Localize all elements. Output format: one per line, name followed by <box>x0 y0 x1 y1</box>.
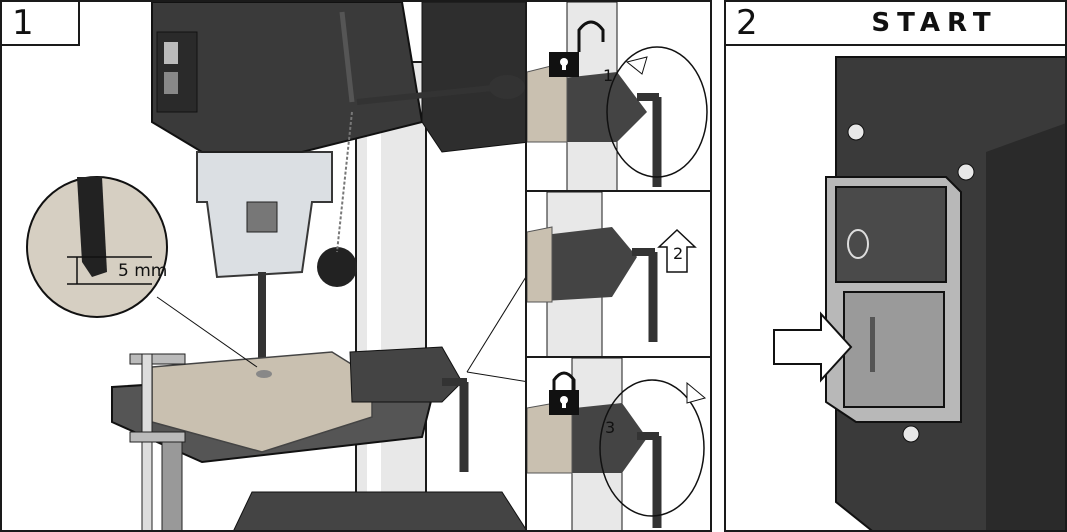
panel-2: 2 START <box>724 0 1067 532</box>
step-number-1: 1 <box>603 66 614 85</box>
step-raise-panel: 2 <box>525 190 712 358</box>
off-button <box>835 186 947 283</box>
step-unlock-panel: 1 <box>525 0 712 192</box>
unlocked-padlock-icon <box>549 20 605 77</box>
depth-measurement-label: 5 mm <box>118 261 168 281</box>
switch-illustration <box>773 56 1065 530</box>
up-arrow-icon <box>657 228 697 273</box>
on-button <box>843 291 945 408</box>
lock-illustration <box>527 358 707 530</box>
drill-press-illustration <box>26 2 525 530</box>
on-symbol-icon <box>870 317 875 372</box>
step-number-2: 2 <box>673 244 684 263</box>
unlock-illustration <box>527 2 708 190</box>
press-arrow-icon <box>773 311 853 383</box>
off-symbol-icon <box>847 229 869 259</box>
panel-1: 1 <box>0 0 527 532</box>
raise-illustration <box>527 192 697 356</box>
panel-1-number: 1 <box>2 2 80 46</box>
step-lock-panel: 3 <box>525 356 712 532</box>
panel-2-number: 2 <box>726 2 806 46</box>
panel-2-title: START <box>804 2 1065 46</box>
locked-padlock-icon <box>549 371 579 415</box>
rotation-arrow-icon <box>686 381 707 404</box>
rotation-arrow-icon <box>625 56 648 75</box>
step-number-3: 3 <box>605 418 616 437</box>
